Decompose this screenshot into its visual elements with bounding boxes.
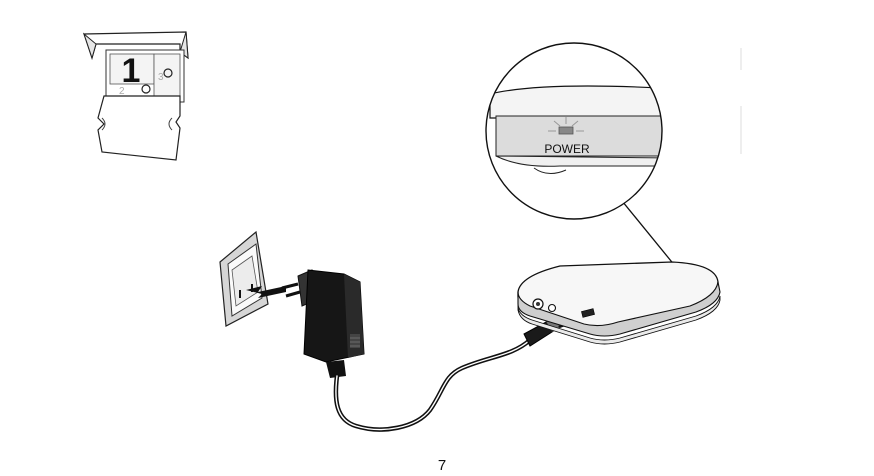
wall-outlet bbox=[220, 232, 268, 326]
power-led-label: POWER bbox=[544, 142, 590, 156]
step-sub-number-left: 2 bbox=[119, 86, 125, 97]
step-number: 1 bbox=[122, 52, 141, 90]
callout-leader-line bbox=[618, 196, 680, 272]
step-sub-number-right: 3 bbox=[158, 72, 164, 83]
zoom-callout: POWER bbox=[480, 40, 672, 230]
page-number: 7 bbox=[438, 457, 446, 474]
step-icon: 1 2 3 bbox=[84, 32, 188, 160]
power-adapter bbox=[282, 270, 364, 378]
power-cable bbox=[336, 340, 530, 429]
